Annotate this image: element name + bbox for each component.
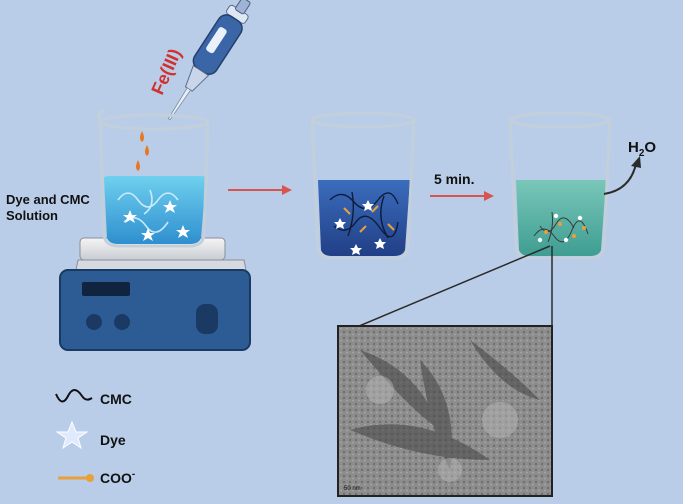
beaker-hydrogel — [508, 111, 612, 260]
beaker-crosslinking — [310, 111, 416, 260]
water-label: H2O — [628, 139, 656, 159]
tem-micrograph: 50 nm — [337, 325, 553, 497]
micrograph-scale-label: 50 nm — [344, 486, 361, 492]
legend-label-dye: Dye — [100, 432, 126, 448]
solution-label-line2: Solution — [6, 208, 58, 223]
cmc-wave-icon — [55, 389, 93, 403]
water-o: O — [644, 139, 656, 156]
legend-label-coo: COO- — [100, 469, 135, 486]
process-arrow-2 — [430, 191, 494, 201]
beaker-dye-cmc — [97, 108, 210, 248]
water-h: H — [628, 139, 639, 156]
dye-star-icon — [55, 420, 89, 450]
coo-text: COO — [100, 470, 132, 486]
legend-label-cmc: CMC — [100, 391, 132, 407]
water-release-arrow — [603, 156, 641, 195]
reagent-label: Fe(III) — [147, 46, 185, 98]
process-arrow-1 — [228, 185, 292, 195]
coo-stick-icon — [58, 474, 94, 482]
time-label: 5 min. — [434, 171, 474, 187]
hot-plate-stirrer — [59, 237, 251, 351]
water-subscript: 2 — [639, 148, 645, 159]
pipette-icon — [167, 0, 251, 121]
zoom-lines — [339, 245, 553, 335]
coo-superscript: - — [132, 469, 135, 480]
legend: CMC Dye COO- — [55, 389, 135, 486]
solution-label-line1: Dye and CMC — [6, 192, 90, 207]
